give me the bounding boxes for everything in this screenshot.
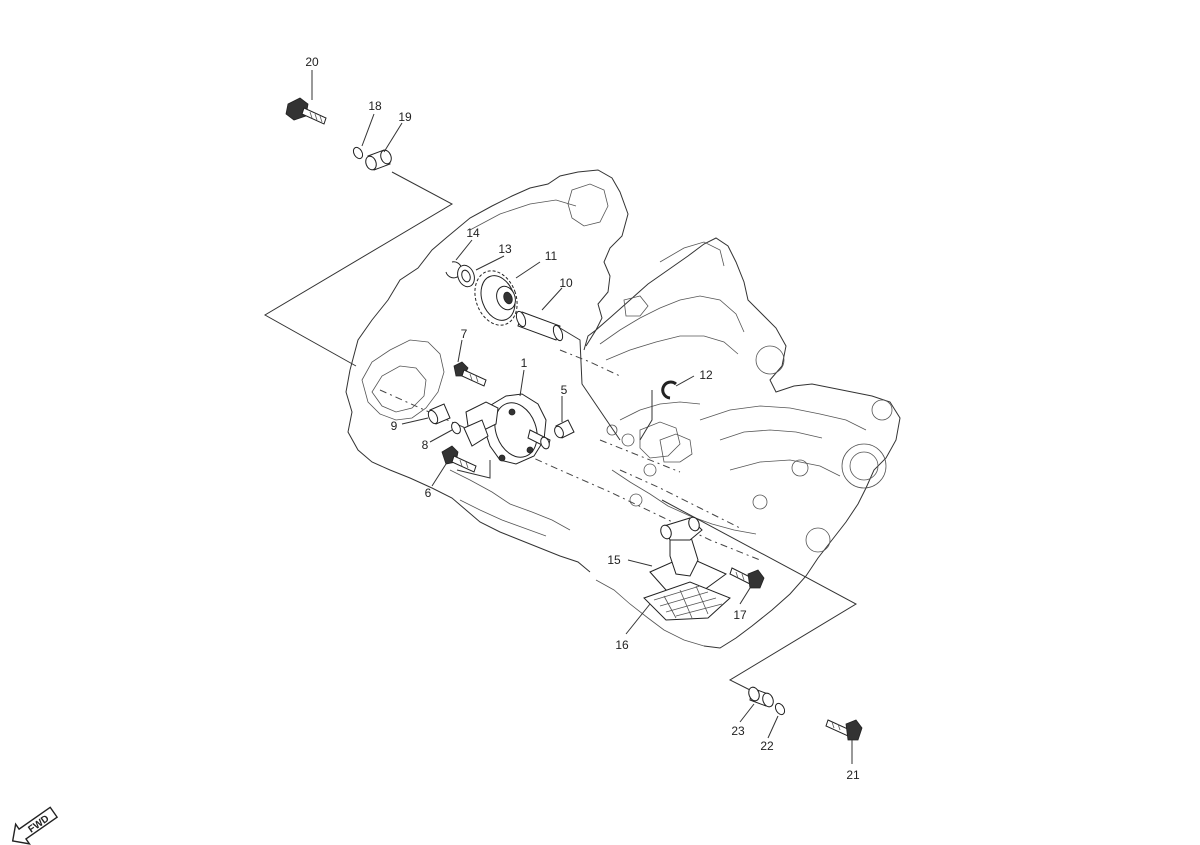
part-7-bolt <box>453 361 487 387</box>
part-8-o-ring <box>451 421 461 435</box>
label-leaders <box>311 70 853 764</box>
part-5-dowel-pin <box>554 419 575 439</box>
callout-13: 13 <box>498 242 512 256</box>
callout-19: 19 <box>398 110 412 124</box>
callout-6: 6 <box>425 486 432 500</box>
callout-labels: 1 5 6 7 8 9 10 11 12 13 14 15 16 17 18 1… <box>305 55 860 782</box>
callout-16: 16 <box>615 638 629 652</box>
part-6-bolt <box>441 445 477 473</box>
callout-12: 12 <box>699 368 713 382</box>
callout-1: 1 <box>521 356 528 370</box>
callout-18: 18 <box>368 99 382 113</box>
part-12-circlip <box>661 380 677 400</box>
crankcase-housing <box>345 169 901 649</box>
bracket-lines <box>263 171 858 691</box>
callout-8: 8 <box>422 438 429 452</box>
part-11-pump-drive-gear <box>474 270 518 326</box>
part-10-pump-shaft <box>515 310 564 342</box>
part-15-oil-strainer <box>649 516 727 591</box>
part-18-o-ring <box>352 146 364 160</box>
part-13-washer <box>457 264 475 288</box>
callout-15: 15 <box>607 553 621 567</box>
callout-7: 7 <box>461 327 468 341</box>
part-9-dowel-pin <box>427 403 451 425</box>
callout-20: 20 <box>305 55 319 69</box>
part-23-collar <box>748 686 774 708</box>
callout-21: 21 <box>846 768 860 782</box>
fwd-arrow-icon: FWD <box>11 806 59 845</box>
callout-17: 17 <box>733 608 747 622</box>
callout-9: 9 <box>391 419 398 433</box>
callout-10: 10 <box>559 276 573 290</box>
part-19-collar <box>365 149 392 171</box>
part-21-flange-bolt <box>825 719 863 741</box>
part-20-flange-bolt <box>285 97 327 125</box>
part-22-o-ring <box>774 702 786 716</box>
part-17-bolt <box>729 567 765 589</box>
part-1-oil-pump-assembly <box>463 393 551 465</box>
callout-11: 11 <box>545 249 558 263</box>
callout-5: 5 <box>561 383 568 397</box>
callout-22: 22 <box>760 739 774 753</box>
callout-14: 14 <box>466 226 480 240</box>
part-16-strainer-screen <box>643 581 731 621</box>
callout-23: 23 <box>731 724 745 738</box>
